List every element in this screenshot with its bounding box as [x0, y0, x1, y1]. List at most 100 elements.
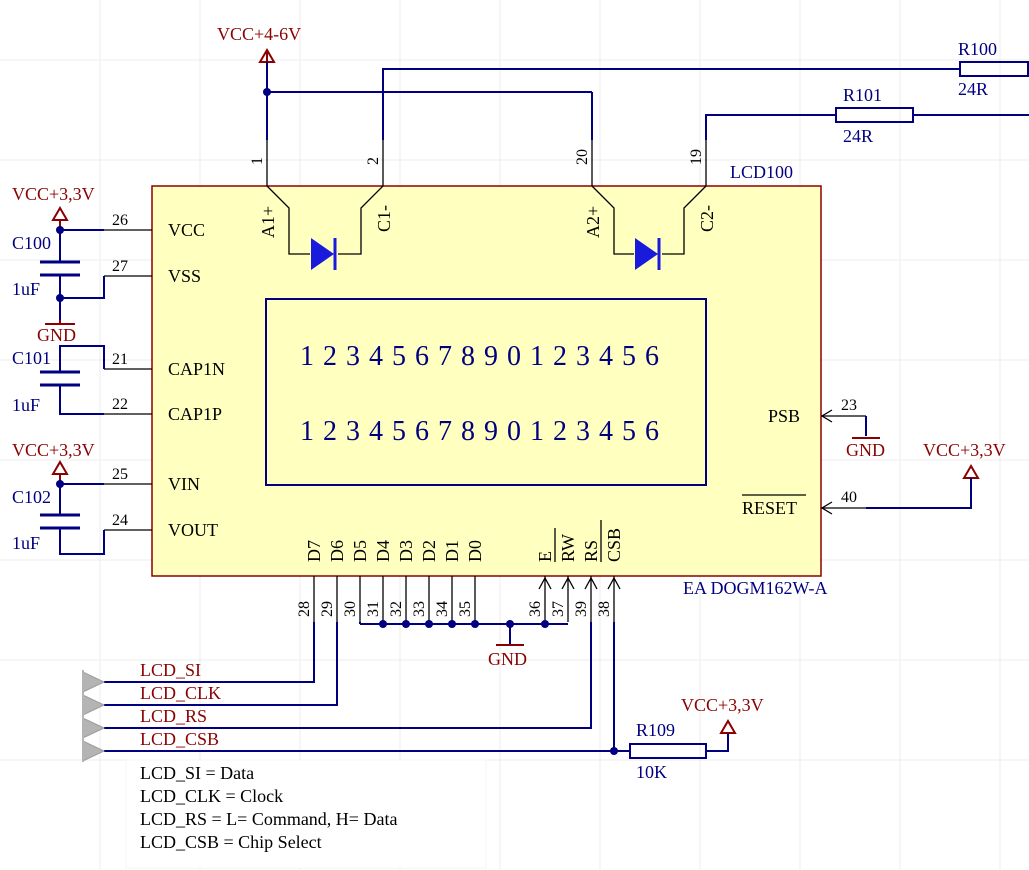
vcc33-label-mid: VCC+3,3V: [12, 440, 95, 460]
bottom-pin-lines: [313, 576, 621, 622]
resistor-r100[interactable]: [959, 61, 1029, 77]
note-lcd-rs: LCD_RS = L= Command, H= Data: [140, 809, 397, 829]
resistor-r101[interactable]: [835, 107, 914, 123]
pin-30-number: 30: [342, 601, 359, 617]
pin-c2-label: C2-: [697, 205, 717, 232]
pin-c1-label: C1-: [374, 205, 394, 232]
pin-d7-label: D7: [304, 540, 324, 562]
pin-22-number: 22: [112, 396, 128, 413]
pin-vcc-label: VCC: [168, 220, 205, 240]
lcd-line-2: 1 2 3 4 5 6 7 8 9 0 1 2 3 4 5 6: [300, 416, 660, 447]
pin-e-label: E: [535, 551, 555, 562]
vcc33-symbol-right: [962, 464, 980, 479]
pin-32-number: 32: [388, 601, 405, 617]
c102-ref: C102: [12, 487, 51, 507]
top-pin-lines: [266, 140, 707, 186]
capacitor-c101[interactable]: [40, 370, 80, 387]
pin-28-number: 28: [296, 601, 313, 617]
pin-25-number: 25: [112, 466, 128, 483]
pin-cap1n-label: CAP1N: [168, 359, 225, 379]
vcc33-label-right: VCC+3,3V: [923, 440, 1006, 460]
gnd-label-psb: GND: [846, 440, 885, 460]
capacitor-c102[interactable]: [40, 513, 80, 530]
note-lcd-si: LCD_SI = Data: [140, 763, 254, 783]
vcc33-label-top: VCC+3,3V: [12, 184, 95, 204]
pin-36-number: 36: [527, 601, 544, 617]
net-label-lcd-rs: LCD_RS: [140, 706, 207, 726]
pin-38-number: 38: [596, 601, 613, 617]
pin-psb-label: PSB: [768, 406, 800, 426]
gnd-label-c100: GND: [37, 325, 76, 345]
junction-d2: [425, 620, 433, 628]
vcc-led-symbol: [258, 48, 276, 63]
junction-c102-top: [56, 480, 64, 488]
pin-rw-label: RW: [558, 534, 578, 562]
r101-ref: R101: [843, 85, 882, 105]
c100-value: 1uF: [12, 279, 40, 299]
pin-vin-label: VIN: [168, 474, 200, 494]
pin-20-number: 20: [574, 149, 591, 165]
pin-26-number: 26: [112, 212, 128, 229]
right-pin-lines: [820, 409, 866, 515]
c101-wires: [59, 345, 105, 415]
notes-box: [125, 759, 487, 869]
pin-a1-label: A1+: [258, 206, 278, 238]
top-wires: [266, 62, 1029, 140]
r100-value: 24R: [958, 79, 988, 99]
resistor-r109[interactable]: [629, 743, 707, 759]
left-pin-lines: [104, 229, 152, 531]
net-port-lcd-csb[interactable]: [82, 740, 106, 762]
junction-csb: [610, 747, 618, 755]
pin-24-number: 24: [112, 512, 128, 529]
lcd-display-window: [265, 298, 707, 486]
c102-wires: [59, 483, 105, 555]
pin-2-number: 2: [365, 157, 382, 165]
reset-pullup-wire: [866, 478, 972, 509]
c100-ref: C100: [12, 233, 51, 253]
pin-19-number: 19: [688, 149, 705, 165]
note-lcd-csb: LCD_CSB = Chip Select: [140, 832, 322, 852]
net-label-lcd-csb: LCD_CSB: [140, 729, 219, 749]
r109-value: 10K: [636, 762, 667, 782]
pin-27-number: 27: [112, 258, 128, 275]
pin-31-number: 31: [365, 601, 382, 617]
note-lcd-clk: LCD_CLK = Clock: [140, 786, 283, 806]
junction-vcc-led: [263, 88, 271, 96]
net-port-lcd-si[interactable]: [82, 671, 106, 693]
lcd-designator[interactable]: LCD100: [730, 162, 793, 182]
backlight-led-2: [591, 185, 707, 270]
pin-rs-label: RS: [581, 540, 601, 562]
pin-37-number: 37: [550, 601, 567, 617]
vcc-led-label: VCC+4-6V: [217, 24, 301, 44]
lcd-line-1: 1 2 3 4 5 6 7 8 9 0 1 2 3 4 5 6: [300, 341, 660, 372]
pin-35-number: 35: [457, 601, 474, 617]
pin-23-number: 23: [841, 397, 857, 414]
c102-value: 1uF: [12, 533, 40, 553]
lcd-body[interactable]: [151, 185, 822, 577]
junction-gnd-bus: [506, 620, 514, 628]
pin-reset-label: RESET: [742, 498, 797, 518]
pin-39-number: 39: [573, 601, 590, 617]
capacitor-c100[interactable]: [40, 260, 80, 277]
pin-d6-label: D6: [327, 540, 347, 562]
data-bus-gnd-wire: [359, 622, 568, 644]
lcd-part-number: EA DOGM162W-A: [683, 578, 828, 598]
net-label-lcd-si: LCD_SI: [140, 660, 201, 680]
pin-d3-label: D3: [396, 540, 416, 562]
pin-d0-label: D0: [465, 540, 485, 562]
pin-d2-label: D2: [419, 540, 439, 562]
pin-csb-label: CSB: [604, 528, 624, 562]
net-port-lcd-clk[interactable]: [82, 694, 106, 716]
pin-d1-label: D1: [442, 540, 462, 562]
pin-cap1p-label: CAP1P: [168, 404, 222, 424]
junction-d1: [448, 620, 456, 628]
pin-33-number: 33: [411, 601, 428, 617]
junction-d3: [402, 620, 410, 628]
pin-d5-label: D5: [350, 540, 370, 562]
junction-d4: [379, 620, 387, 628]
backlight-led-1: [266, 185, 384, 270]
net-port-lcd-rs[interactable]: [82, 717, 106, 739]
pin-a2-label: A2+: [583, 206, 603, 238]
r109-ref: R109: [636, 720, 675, 740]
